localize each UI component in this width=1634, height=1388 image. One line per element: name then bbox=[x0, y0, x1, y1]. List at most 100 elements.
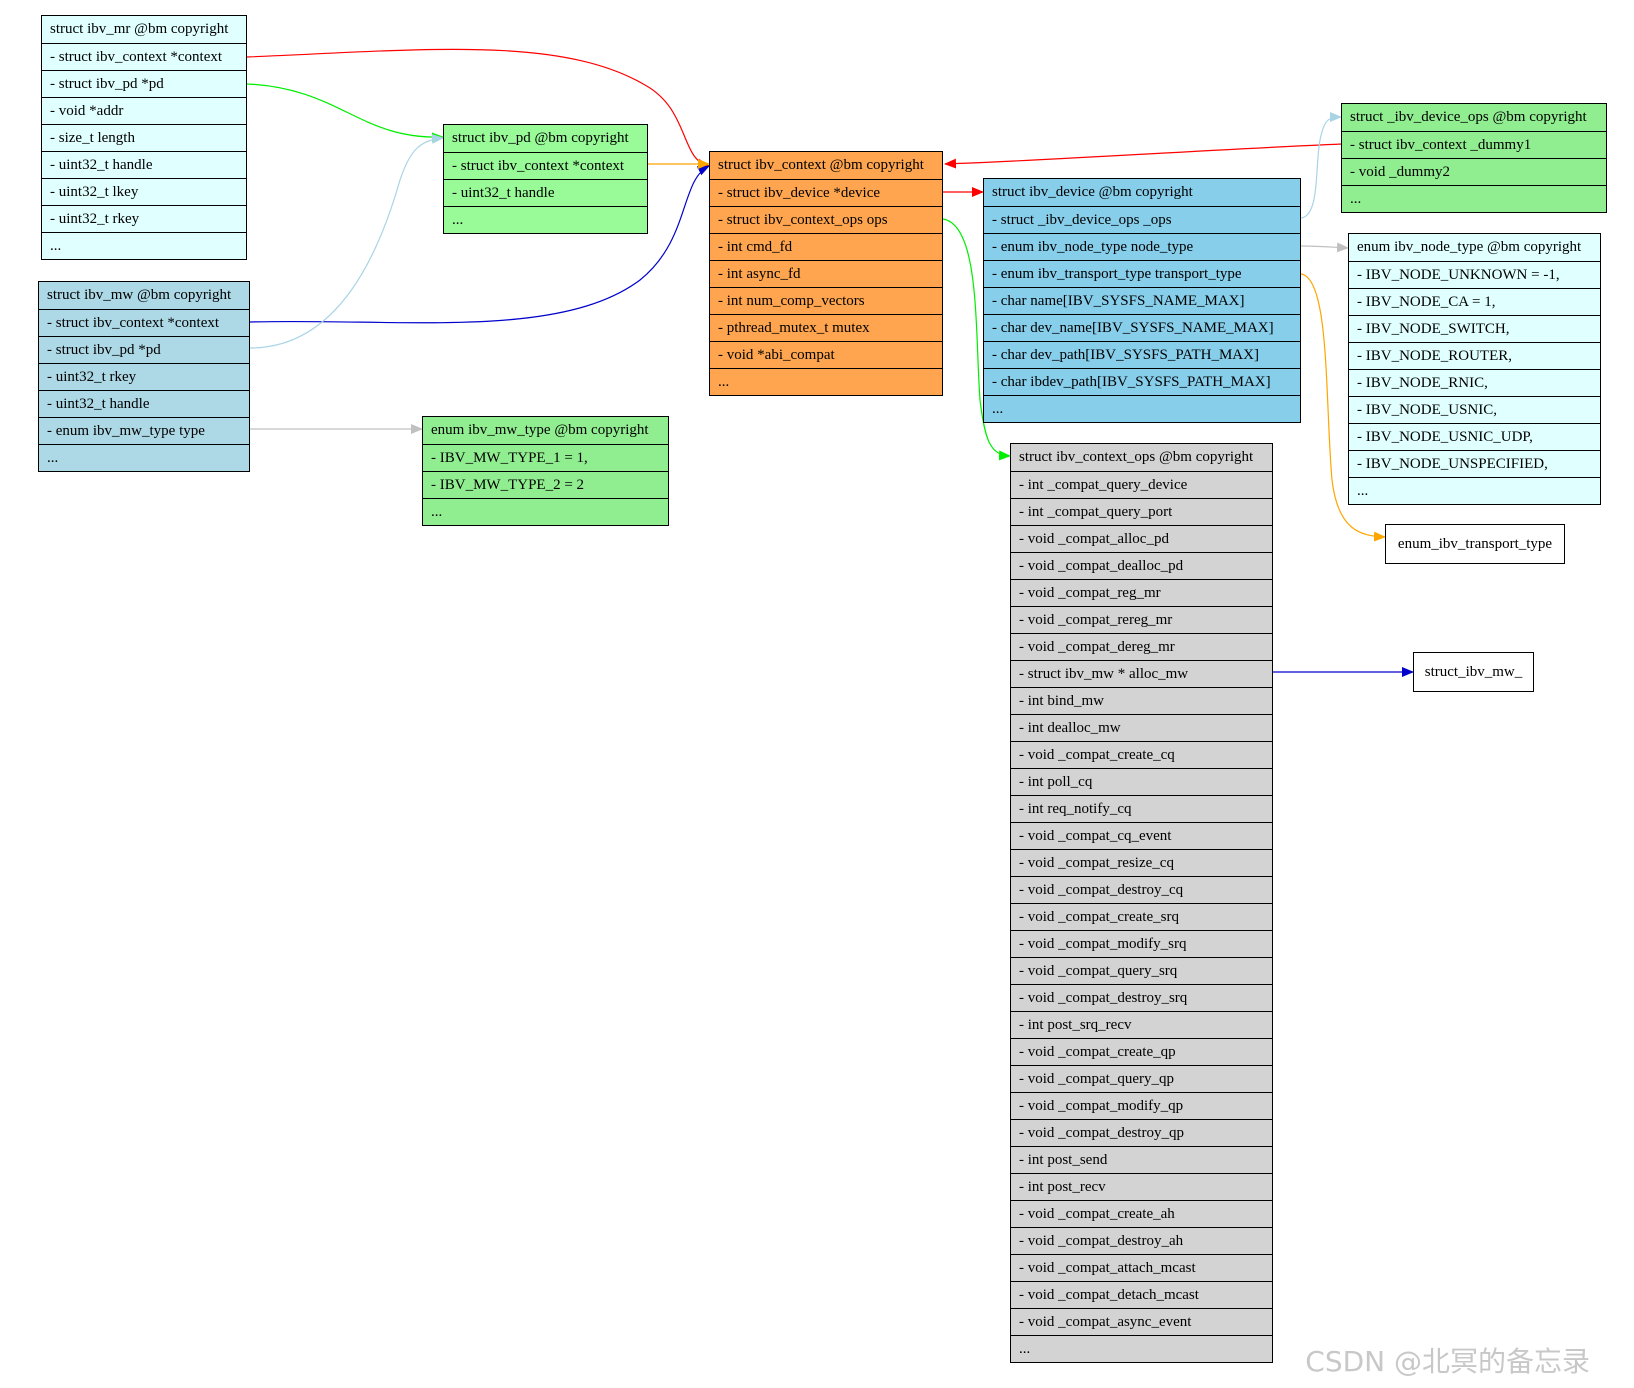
node-field: - char name[IBV_SYSFS_NAME_MAX] bbox=[984, 287, 1300, 314]
node-field: - size_t length bbox=[42, 124, 246, 151]
node-ibv-context-ops[interactable]: struct ibv_context_ops @bm copyright - in… bbox=[1010, 443, 1273, 1363]
node-title: struct _ibv_device_ops @bm copyright bbox=[1350, 109, 1587, 125]
node-field: - void _compat_detach_mcast bbox=[1011, 1281, 1272, 1308]
node-field: - void _compat_reg_mr bbox=[1011, 579, 1272, 606]
node-field: - int post_send bbox=[1011, 1146, 1272, 1173]
node-ibv-device[interactable]: struct ibv_device @bm copyright - struct … bbox=[983, 178, 1301, 423]
node-field: - void _compat_query_qp bbox=[1011, 1065, 1272, 1092]
node-field: - void _compat_async_event bbox=[1011, 1308, 1272, 1335]
node-title: enum ibv_node_type @bm copyright bbox=[1357, 239, 1582, 255]
node-field: - void _compat_dealloc_pd bbox=[1011, 552, 1272, 579]
node-field: - struct ibv_context *context bbox=[444, 152, 647, 179]
node-field: - struct ibv_mw * alloc_mw bbox=[1011, 660, 1272, 687]
node-field: - struct ibv_pd *pd bbox=[39, 336, 249, 363]
node-field: - IBV_NODE_ROUTER, bbox=[1349, 342, 1600, 369]
node-title: struct ibv_context_ops @bm copyright bbox=[1019, 449, 1254, 465]
node-title: struct ibv_device @bm copyright bbox=[992, 184, 1193, 200]
node-field: - IBV_MW_TYPE_2 = 2 bbox=[423, 471, 668, 498]
node-ibv-mr[interactable]: struct ibv_mr @bm copyright - struct ibv_… bbox=[41, 15, 247, 260]
node-field: - struct _ibv_device_ops _ops bbox=[984, 206, 1300, 233]
node-field: - uint32_t handle bbox=[39, 390, 249, 417]
node-field: - IBV_NODE_SWITCH, bbox=[1349, 315, 1600, 342]
node-field: - int _compat_query_port bbox=[1011, 498, 1272, 525]
node-field: ... bbox=[710, 368, 942, 395]
node-label: enum_ibv_transport_type bbox=[1397, 536, 1553, 552]
node-field: - int cmd_fd bbox=[710, 233, 942, 260]
node-field: - void _compat_rereg_mr bbox=[1011, 606, 1272, 633]
node-field: - void _compat_create_cq bbox=[1011, 741, 1272, 768]
node-field: - struct ibv_context *context bbox=[42, 43, 246, 70]
node-field: - void _compat_create_ah bbox=[1011, 1200, 1272, 1227]
node-field: - uint32_t handle bbox=[444, 179, 647, 206]
node-field: - struct ibv_context _dummy1 bbox=[1342, 131, 1606, 158]
node-field: - uint32_t lkey bbox=[42, 178, 246, 205]
node-field: - void _compat_destroy_cq bbox=[1011, 876, 1272, 903]
node-field: ... bbox=[444, 206, 647, 233]
node-field: - int num_comp_vectors bbox=[710, 287, 942, 314]
node-field: - void _compat_destroy_ah bbox=[1011, 1227, 1272, 1254]
node-field: - void _compat_modify_qp bbox=[1011, 1092, 1272, 1119]
node-title: struct ibv_mw @bm copyright bbox=[47, 287, 232, 303]
node-field: - void _compat_destroy_srq bbox=[1011, 984, 1272, 1011]
node-field: - int post_recv bbox=[1011, 1173, 1272, 1200]
node-field: - void _compat_modify_srq bbox=[1011, 930, 1272, 957]
node-field: - enum ibv_node_type node_type bbox=[984, 233, 1300, 260]
node-field: - uint32_t rkey bbox=[39, 363, 249, 390]
node-field: - IBV_MW_TYPE_1 = 1, bbox=[423, 444, 668, 471]
edge-mw-pd bbox=[249, 133, 444, 349]
node-field: - enum ibv_mw_type type bbox=[39, 417, 249, 444]
node-field: - IBV_NODE_CA = 1, bbox=[1349, 288, 1600, 315]
node-field: - void *addr bbox=[42, 97, 246, 124]
node-field: - uint32_t rkey bbox=[42, 205, 246, 232]
node-ibv-context[interactable]: struct ibv_context @bm copyright - struct… bbox=[709, 151, 943, 396]
node-field: - int dealloc_mw bbox=[1011, 714, 1272, 741]
node-field: - uint32_t handle bbox=[42, 151, 246, 178]
node-title: struct ibv_mr @bm copyright bbox=[50, 21, 229, 37]
node-field: - IBV_NODE_RNIC, bbox=[1349, 369, 1600, 396]
node-field: - struct ibv_pd *pd bbox=[42, 70, 246, 97]
edge-mr-pd bbox=[246, 83, 444, 143]
edge-devops-context bbox=[944, 143, 1343, 169]
node-field: - void _compat_create_qp bbox=[1011, 1038, 1272, 1065]
node-field: ... bbox=[984, 395, 1300, 422]
node-field: - void _compat_query_srq bbox=[1011, 957, 1272, 984]
node-ibv-mw[interactable]: struct ibv_mw @bm copyright - struct ibv_… bbox=[38, 281, 250, 472]
node-field: - IBV_NODE_USNIC, bbox=[1349, 396, 1600, 423]
node-field: - struct ibv_device *device bbox=[710, 179, 942, 206]
node-field: - char dev_name[IBV_SYSFS_NAME_MAX] bbox=[984, 314, 1300, 341]
edge-device-devops bbox=[1300, 112, 1342, 219]
watermark: CSDN @北冥的备忘录 bbox=[1305, 1345, 1590, 1378]
node-field: - char ibdev_path[IBV_SYSFS_PATH_MAX] bbox=[984, 368, 1300, 395]
node-field: ... bbox=[1349, 477, 1600, 504]
node-field: - void _compat_create_srq bbox=[1011, 903, 1272, 930]
node-ibv-pd[interactable]: struct ibv_pd @bm copyright - struct ibv_… bbox=[443, 124, 648, 234]
node-field: - void *abi_compat bbox=[710, 341, 942, 368]
node-label: struct_ibv_mw_ bbox=[1424, 664, 1523, 680]
node-ibv-transport-type[interactable]: enum_ibv_transport_type bbox=[1385, 524, 1565, 564]
node-field: ... bbox=[39, 444, 249, 471]
node-ibv-device-ops[interactable]: struct _ibv_device_ops @bm copyright - st… bbox=[1341, 103, 1607, 213]
node-field: - void _compat_destroy_qp bbox=[1011, 1119, 1272, 1146]
node-field: - int post_srq_recv bbox=[1011, 1011, 1272, 1038]
edge-device-nodetype bbox=[1300, 242, 1349, 253]
node-field: - void _compat_alloc_pd bbox=[1011, 525, 1272, 552]
node-field: - char dev_path[IBV_SYSFS_PATH_MAX] bbox=[984, 341, 1300, 368]
node-ibv-mw-type[interactable]: enum ibv_mw_type @bm copyright - IBV_MW_T… bbox=[422, 416, 669, 526]
node-title: struct ibv_pd @bm copyright bbox=[452, 130, 629, 146]
node-field: ... bbox=[423, 498, 668, 525]
node-title: enum ibv_mw_type @bm copyright bbox=[431, 422, 649, 438]
node-field: - int req_notify_cq bbox=[1011, 795, 1272, 822]
node-field: - int _compat_query_device bbox=[1011, 471, 1272, 498]
node-title: struct ibv_context @bm copyright bbox=[718, 157, 924, 173]
node-field: - int poll_cq bbox=[1011, 768, 1272, 795]
node-field: ... bbox=[1011, 1335, 1272, 1362]
node-field: - pthread_mutex_t mutex bbox=[710, 314, 942, 341]
node-field: - int bind_mw bbox=[1011, 687, 1272, 714]
node-field: ... bbox=[1342, 185, 1606, 212]
node-ibv-node-type[interactable]: enum ibv_node_type @bm copyright - IBV_NO… bbox=[1348, 233, 1601, 505]
node-field: - void _compat_attach_mcast bbox=[1011, 1254, 1272, 1281]
node-field: ... bbox=[42, 232, 246, 259]
node-ibv-mw-ref[interactable]: struct_ibv_mw_ bbox=[1413, 652, 1534, 692]
node-field: - IBV_NODE_USNIC_UDP, bbox=[1349, 423, 1600, 450]
node-field: - void _compat_cq_event bbox=[1011, 822, 1272, 849]
